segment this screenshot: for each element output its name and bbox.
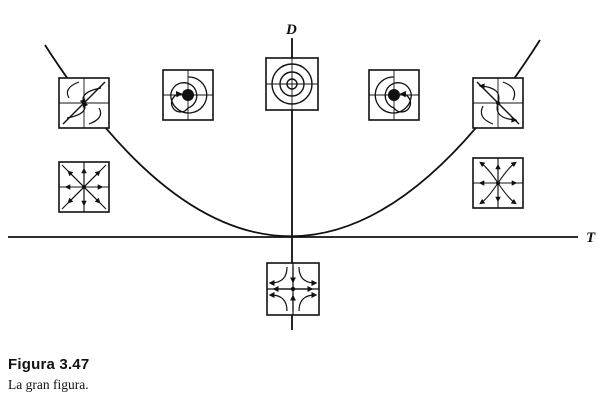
star-node-right-icon bbox=[472, 157, 524, 209]
figure-number: Figura 3.47 bbox=[8, 356, 90, 373]
center-icon bbox=[265, 57, 319, 111]
spiral-sink-right-icon bbox=[368, 69, 420, 121]
saddle-node-right-icon bbox=[472, 77, 524, 129]
figure-caption: La gran figura. bbox=[8, 377, 89, 392]
trace-determinant-figure: D T bbox=[8, 22, 596, 330]
saddle-node-left-icon bbox=[58, 77, 110, 129]
spiral-sink-left-icon bbox=[162, 69, 214, 121]
d-axis-label: D bbox=[285, 22, 297, 38]
t-axis-label: T bbox=[586, 230, 596, 246]
star-node-left-icon bbox=[58, 161, 110, 213]
saddle-icon bbox=[266, 262, 320, 316]
